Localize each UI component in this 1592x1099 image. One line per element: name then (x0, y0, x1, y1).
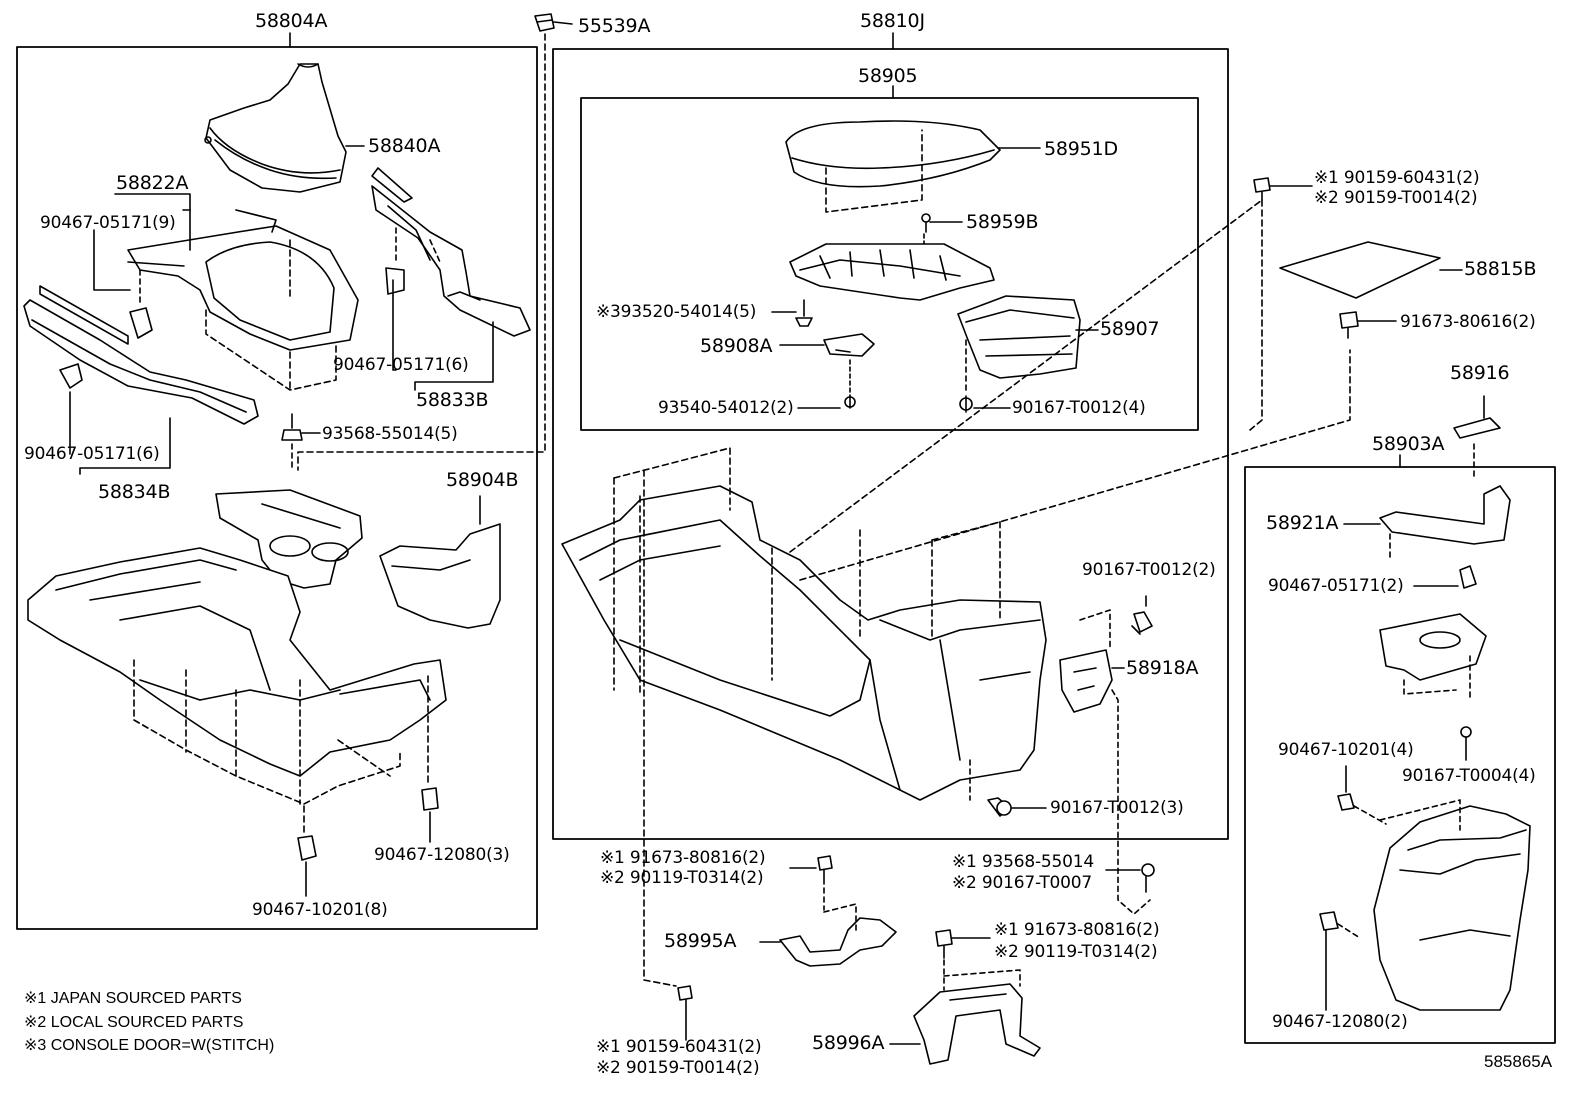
label-91673-80616-2: 91673-80616(2) (1400, 312, 1536, 332)
label-93540-54012-2: 93540-54012(2) (658, 398, 794, 418)
bracket-58995A (759, 903, 897, 967)
left-trim-58834B (23, 285, 259, 475)
label-93568-55014-5: 93568-55014(5) (322, 424, 458, 444)
label-58959B: 58959B (966, 211, 1039, 233)
label-55539A: 55539A (578, 15, 651, 37)
screw-90167-T0012-4 (959, 395, 1011, 413)
label-90167-T0012-4: 90167-T0012(4) (1012, 398, 1146, 418)
label-58996A: 58996A (812, 1032, 885, 1054)
label-90467-10201-8: 90467-10201(8) (252, 900, 388, 920)
mat-58904B (379, 495, 501, 629)
label-90467-05171-6a: 90467-05171(6) (333, 355, 469, 375)
label-90159-60431-bot: ※1 90159-60431(2) (596, 1037, 762, 1057)
label-90167-T0007: ※2 90167-T0007 (952, 873, 1092, 893)
label-93568-55014: ※1 93568-55014 (952, 852, 1094, 872)
label-58995A: 58995A (664, 930, 737, 952)
label-58822A: 58822A (116, 172, 189, 194)
bezel-58822A (114, 193, 359, 391)
screw-90167-T0004-4 (1460, 726, 1472, 761)
label-58916: 58916 (1450, 362, 1510, 384)
box-58810J (552, 48, 1229, 840)
clip-90467-10201-8 (297, 835, 317, 897)
label-90159-T0014-bot: ※2 90159-T0014(2) (596, 1058, 760, 1078)
label-90467-10201-4: 90467-10201(4) (1278, 740, 1414, 760)
label-58908A: 58908A (700, 335, 773, 357)
label-58815B: 58815B (1464, 258, 1537, 280)
screw-91673-80816-a (789, 855, 833, 911)
label-90159-60431-top: ※1 90159-60431(2) (1314, 168, 1480, 188)
label-58904B: 58904B (446, 469, 519, 491)
screw-91673-80616-2 (1339, 311, 1397, 339)
latch-58908A (779, 333, 875, 397)
clip-90467-12080-3 (421, 787, 439, 843)
label-90467-05171-6b: 90467-05171(6) (24, 444, 160, 464)
label-58951D: 58951D (1044, 138, 1118, 160)
bracket-58996A (889, 969, 1041, 1065)
label-91673-80816-b: ※1 91673-80816(2) (994, 920, 1160, 940)
label-58834B: 58834B (98, 481, 171, 503)
screw-93568-55014-5 (281, 413, 321, 471)
label-90467-05171-2: 90467-05171(2) (1268, 576, 1404, 596)
figure-id: 585865A (1484, 1052, 1553, 1071)
box-58905 (580, 97, 1199, 431)
side-trim-58833B (371, 167, 531, 391)
cup-holder-right (1379, 613, 1487, 701)
note-3: ※3 CONSOLE DOOR=W(STITCH) (24, 1037, 275, 1054)
label-58810J: 58810J (860, 10, 925, 32)
label-58905: 58905 (858, 65, 918, 87)
note-2: ※2 LOCAL SOURCED PARTS (24, 1014, 244, 1031)
lid-58951D (785, 120, 1041, 213)
label-58804A: 58804A (255, 10, 328, 32)
label-58907: 58907 (1100, 318, 1160, 340)
screw-93568-55014 (1105, 863, 1155, 893)
label-58918A: 58918A (1126, 657, 1199, 679)
pad-58815B (1279, 241, 1463, 299)
screw-90167-T0012-2 (1079, 595, 1153, 651)
bezel-58921A (1343, 485, 1511, 561)
box-58804A (16, 46, 538, 930)
screw-91673-80816-b (935, 929, 991, 991)
label-90119-T0314-a: ※2 90119-T0314(2) (600, 868, 764, 888)
label-90167-T0004-4: 90167-T0004(4) (1402, 766, 1536, 786)
label-90467-12080-2: 90467-12080(2) (1272, 1012, 1408, 1032)
bracket-58918A (1059, 649, 1151, 915)
screw-93540-54012-2 (797, 395, 856, 409)
label-58921A: 58921A (1266, 512, 1339, 534)
cup-holder-insert (215, 489, 363, 589)
label-90467-05171-9: 90467-05171(9) (40, 213, 176, 233)
label-90159-T0014-top: ※2 90159-T0014(2) (1314, 188, 1478, 208)
screw-90167-T0012-3 (969, 759, 1047, 817)
lower-console-left (27, 547, 447, 837)
clip-90467-12080-2 (1319, 911, 1361, 1011)
screw-58959B (921, 213, 963, 251)
shift-boot-58840A (204, 63, 365, 193)
label-58833B: 58833B (416, 389, 489, 411)
label-91673-80816-a: ※1 91673-80816(2) (600, 848, 766, 868)
label-90467-12080-3: 90467-12080(3) (374, 845, 510, 865)
clip-90467-10201-4 (1337, 765, 1387, 825)
screw-90159-60431-bot (643, 469, 693, 1041)
label-90119-T0314-b: ※2 90119-T0314(2) (994, 942, 1158, 962)
clip-90467-05171-9 (93, 229, 153, 339)
note-1: ※1 JAPAN SOURCED PARTS (24, 990, 242, 1007)
trim-58916 (1453, 395, 1501, 481)
lower-trim-right (1373, 799, 1531, 1011)
label-393520-54014-5: ※393520-54014(5) (596, 302, 757, 322)
label-58903A: 58903A (1372, 433, 1445, 455)
hinge-plate (789, 243, 995, 301)
label-90167-T0012-3: 90167-T0012(3) (1050, 798, 1184, 818)
storage-box-58907 (957, 295, 1099, 393)
screw-90159-60431-top (1249, 177, 1313, 431)
clip-90467-05171-2 (1413, 565, 1477, 589)
label-90167-T0012-2: 90167-T0012(2) (1082, 560, 1216, 580)
label-58840A: 58840A (368, 135, 441, 157)
main-console-body (561, 199, 1351, 801)
screw-393520-54014-5 (771, 299, 813, 327)
clip-55539A (297, 13, 573, 471)
